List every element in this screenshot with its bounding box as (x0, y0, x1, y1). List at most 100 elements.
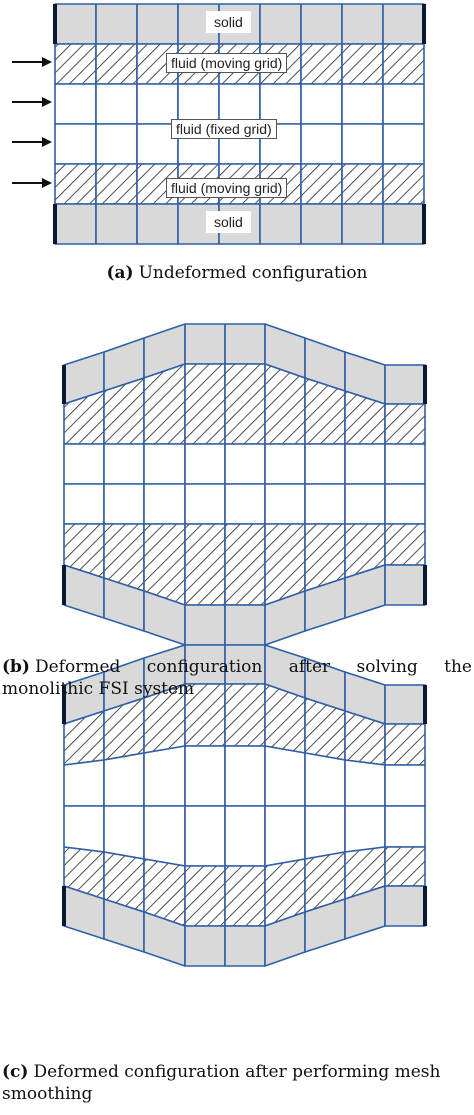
mesh-cell-plain (184, 483, 226, 525)
mesh-cell-hatch (184, 363, 226, 445)
mesh-cell-plain (177, 83, 220, 125)
mesh-cell-solid (300, 203, 343, 245)
mesh-cell-plain (382, 123, 425, 165)
mesh-cell-solid (224, 925, 266, 967)
panel-b-mesh (62, 323, 427, 646)
mesh-cell-hatch (384, 723, 426, 766)
mesh-cell-hatch (384, 523, 426, 566)
load-arrows (12, 57, 52, 188)
mesh-cell-hatch (224, 865, 266, 927)
mesh-cell-solid (384, 564, 426, 606)
mesh-cell-plain (384, 764, 426, 807)
mesh-cell-solid (382, 203, 425, 245)
mesh-cell-plain (143, 805, 186, 867)
mesh-cell-hatch (382, 163, 425, 205)
mesh-cell-solid (259, 3, 302, 45)
mesh-cell-plain (103, 752, 145, 807)
mesh-cell-plain (63, 483, 105, 525)
label-fluid-moving-bottom: fluid (moving grid) (166, 178, 288, 198)
mesh-cell-solid (136, 203, 179, 245)
mesh-cell-plain (103, 805, 145, 860)
caption-b-text: Deformed configuration after solving the… (2, 657, 472, 699)
mesh-cell-plain (264, 443, 306, 485)
mesh-cell-solid (259, 203, 302, 245)
mesh-cell-hatch (382, 43, 425, 85)
mesh-cell-plain (344, 443, 386, 485)
mesh-cell-solid (54, 3, 97, 45)
label-solid-bottom: solid (206, 211, 251, 233)
mesh-cell-hatch (184, 865, 226, 927)
mesh-cell-solid (341, 3, 384, 45)
mesh-cell-plain (54, 123, 97, 165)
mesh-cell-plain (384, 483, 426, 525)
caption-c-text: Deformed configuration after performing … (2, 1062, 441, 1104)
mesh-cell-hatch (224, 523, 266, 606)
label-fluid-fixed: fluid (fixed grid) (171, 119, 277, 139)
mesh-cell-solid (224, 323, 266, 365)
mesh-cell-hatch (54, 163, 97, 205)
arrow-head (42, 57, 52, 67)
mesh-cell-plain (259, 83, 302, 125)
mesh-cell-hatch (184, 523, 226, 606)
mesh-cell-plain (63, 443, 105, 485)
mesh-cell-plain (103, 483, 145, 525)
mesh-cell-plain (95, 83, 138, 125)
caption-b-tag: (b) (2, 657, 30, 677)
mesh-cell-hatch (143, 363, 186, 445)
mesh-cell-plain (344, 759, 386, 807)
caption-c-tag: (c) (2, 1062, 29, 1082)
mesh-cell-solid (184, 323, 226, 365)
mesh-cell-plain (341, 83, 384, 125)
mesh-cell-plain (300, 123, 343, 165)
mesh-cell-plain (63, 759, 105, 807)
mesh-cell-plain (304, 752, 346, 807)
mesh-cell-hatch (264, 363, 306, 445)
mesh-cell-plain (184, 443, 226, 485)
mesh-cell-plain (300, 83, 343, 125)
label-fluid-moving-top: fluid (moving grid) (166, 53, 288, 73)
mesh-cell-plain (384, 805, 426, 848)
mesh-cell-plain (224, 443, 266, 485)
mesh-cell-plain (143, 745, 186, 807)
mesh-cell-plain (95, 123, 138, 165)
mesh-cell-plain (264, 745, 306, 807)
caption-a: (a)Undeformed configuration (0, 262, 474, 284)
mesh-cell-solid (384, 885, 426, 927)
mesh-cell-plain (103, 443, 145, 485)
mesh-cell-hatch (341, 163, 384, 205)
mesh-cell-solid (341, 203, 384, 245)
mesh-cell-plain (264, 805, 306, 867)
mesh-cell-solid (382, 3, 425, 45)
mesh-cell-hatch (54, 43, 97, 85)
mesh-cell-hatch (95, 43, 138, 85)
mesh-cell-hatch (224, 363, 266, 445)
mesh-cell-plain (224, 805, 266, 867)
mesh-cell-plain (224, 483, 266, 525)
mesh-cell-plain (304, 805, 346, 860)
mesh-cell-solid (54, 203, 97, 245)
mesh-cell-solid (184, 925, 226, 967)
arrow-head (42, 178, 52, 188)
panel-c-mesh (62, 644, 427, 967)
mesh-cell-plain (136, 83, 179, 125)
mesh-cell-plain (264, 483, 306, 525)
arrow-head (42, 137, 52, 147)
caption-b: (b)Deformed configuration after solving … (2, 656, 472, 700)
mesh-cell-plain (54, 83, 97, 125)
mesh-cell-hatch (341, 43, 384, 85)
mesh-cell-plain (184, 745, 226, 807)
mesh-cell-plain (344, 483, 386, 525)
mesh-cell-solid (300, 3, 343, 45)
mesh-cell-solid (224, 604, 266, 646)
caption-a-tag: (a) (106, 263, 134, 283)
mesh-cell-plain (218, 83, 261, 125)
mesh-cell-solid (95, 203, 138, 245)
mesh-cell-hatch (300, 163, 343, 205)
mesh-cell-hatch (300, 43, 343, 85)
arrow-head (42, 97, 52, 107)
mesh-cell-hatch (95, 163, 138, 205)
mesh-cell-solid (184, 604, 226, 646)
mesh-cell-plain (63, 805, 105, 853)
mesh-cell-plain (382, 83, 425, 125)
